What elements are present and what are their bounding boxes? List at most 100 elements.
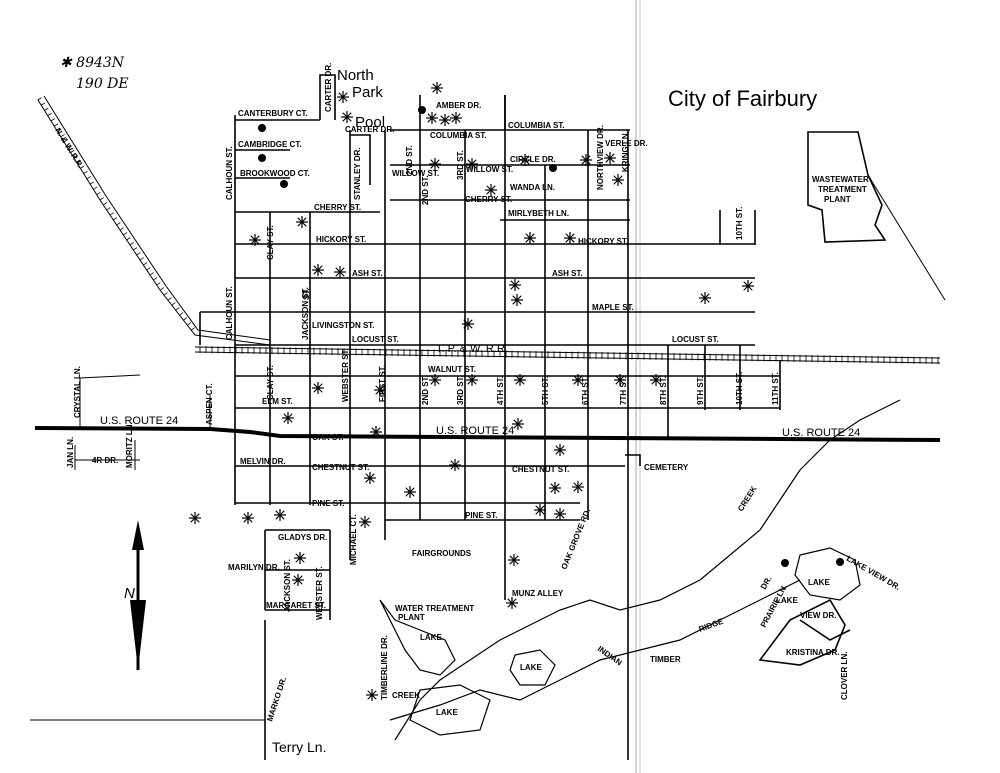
label-livingston: LIVINGSTON ST. bbox=[312, 321, 375, 330]
label-10th-2: 10TH ST. bbox=[735, 207, 744, 240]
railroad-tie bbox=[122, 232, 128, 236]
label-hickory-2: HICKORY ST. bbox=[578, 237, 628, 246]
creek-and-lakes bbox=[379, 399, 901, 741]
star-marker bbox=[312, 264, 324, 276]
railroad-tie bbox=[63, 139, 68, 143]
star-marker bbox=[650, 374, 662, 386]
star-marker bbox=[514, 374, 526, 386]
star-marker bbox=[506, 597, 518, 609]
label-4r: 4R DR. bbox=[92, 456, 118, 465]
railroad-tie bbox=[79, 165, 85, 169]
star-marker bbox=[312, 382, 324, 394]
label-chestnut-2: CHESTNUT ST. bbox=[512, 465, 569, 474]
star-marker bbox=[429, 158, 441, 170]
star-marker bbox=[282, 412, 294, 424]
railroad-tie bbox=[60, 134, 65, 138]
railroad-tie bbox=[40, 102, 46, 106]
star-marker bbox=[466, 158, 478, 170]
railroad-tie bbox=[149, 272, 154, 276]
label-carter-dr: CARTER DR. bbox=[345, 125, 394, 134]
star-marker bbox=[341, 111, 353, 123]
railroad-tie bbox=[76, 160, 82, 164]
label-moritz: MORITZ LN. bbox=[125, 422, 134, 468]
star-marker bbox=[508, 554, 520, 566]
horizontal-street-labels: CANTERBURY CT. CAMBRIDGE CT. BROOKWOOD C… bbox=[100, 101, 860, 717]
railroad-tie bbox=[119, 227, 124, 231]
label-4th: 4TH ST. bbox=[496, 376, 505, 405]
star-marker bbox=[366, 689, 378, 701]
label-elm: ELM ST. bbox=[262, 397, 293, 406]
railroad-tie bbox=[163, 292, 168, 296]
handwritten-note-2: 190 DE bbox=[76, 76, 129, 92]
railroad-tie bbox=[182, 317, 188, 321]
label-route-24-2: U.S. ROUTE 24 bbox=[436, 425, 514, 437]
railroad-tie bbox=[50, 118, 55, 122]
star-marker bbox=[604, 152, 616, 164]
label-cherry-2: CHERRY ST. bbox=[465, 195, 512, 204]
label-marilyn: MARILYN DR. bbox=[228, 563, 280, 572]
wastewater-label-1: WASTEWATER bbox=[812, 175, 869, 184]
star-marker bbox=[580, 154, 592, 166]
railroad-tie bbox=[70, 149, 75, 154]
label-jackson-1: JACKSON ST. bbox=[301, 287, 310, 340]
railroad-tie bbox=[152, 277, 158, 281]
star-marker bbox=[450, 112, 462, 124]
label-amber: AMBER DR. bbox=[436, 101, 481, 110]
star-marker bbox=[466, 374, 478, 386]
label-webster-1: WEBSTER ST. bbox=[341, 348, 350, 402]
label-lake-2: LAKE bbox=[520, 663, 542, 672]
label-11th: 11TH ST. bbox=[771, 372, 780, 405]
star-marker bbox=[524, 232, 536, 244]
label-gladys: GLADYS DR. bbox=[278, 533, 327, 542]
label-lake-word: LAKE bbox=[776, 596, 798, 605]
label-northview: NORTHVIEW DR. bbox=[596, 125, 605, 190]
railroad-tie bbox=[109, 212, 114, 216]
label-clay-2: CLAY ST. bbox=[266, 365, 275, 400]
label-dr-word: DR. bbox=[759, 575, 774, 591]
pool-label-pool: Pool bbox=[355, 114, 385, 131]
label-carter-vertical: CARTER DR. bbox=[324, 63, 333, 112]
railroad-tie bbox=[129, 242, 134, 246]
star-marker bbox=[519, 154, 531, 166]
railroad-tie bbox=[92, 186, 98, 190]
star-marker bbox=[462, 318, 474, 330]
label-fairgrounds: FAIRGROUNDS bbox=[412, 549, 472, 558]
star-marker bbox=[404, 486, 416, 498]
star-marker bbox=[509, 279, 521, 291]
label-lake-1: LAKE bbox=[420, 633, 442, 642]
label-mirlybeth: MIRLYBETH LN. bbox=[508, 209, 569, 218]
label-ash-1: ASH ST. bbox=[352, 269, 383, 278]
railroad-tie bbox=[175, 307, 180, 311]
star-marker bbox=[364, 472, 376, 484]
railroad-tie bbox=[171, 302, 176, 306]
label-pine-1: PINE ST. bbox=[312, 499, 344, 508]
label-circle: CIRCLE DR. bbox=[510, 155, 556, 164]
label-2nd-3: 2ND ST. bbox=[421, 375, 430, 405]
label-oak-grove: OAK GROVE RD. bbox=[560, 507, 593, 571]
star-marker bbox=[359, 516, 371, 528]
railroad-tie bbox=[43, 107, 49, 111]
railroad-tie bbox=[89, 181, 95, 185]
star-marker bbox=[512, 418, 524, 430]
star-marker bbox=[337, 91, 349, 103]
label-munz-alley: MUNZ ALLEY bbox=[512, 589, 564, 598]
landmark-dots bbox=[258, 106, 844, 567]
star-marker bbox=[189, 512, 201, 524]
label-crystal: CRYSTAL LN. bbox=[73, 366, 82, 418]
star-marker bbox=[554, 508, 566, 520]
label-ridge: RIDGE bbox=[698, 617, 726, 634]
label-calhoun-2: CALHOUN ST. bbox=[225, 286, 234, 340]
railroad-ties bbox=[37, 97, 939, 364]
label-columbia-2: COLUMBIA ST. bbox=[508, 121, 565, 130]
star-marker bbox=[426, 112, 438, 124]
label-clay-1: CLAY ST. bbox=[266, 225, 275, 260]
rotated-street-labels: CALHOUN ST. CALHOUN ST. CLAY ST. CLAY ST… bbox=[66, 63, 902, 723]
star-marker bbox=[242, 512, 254, 524]
label-jackson-2: JACKSON ST. bbox=[283, 559, 292, 612]
label-aspen: ASPEN CT. bbox=[205, 383, 214, 425]
label-melvin: MELVIN DR. bbox=[240, 457, 286, 466]
star-marker bbox=[699, 292, 711, 304]
us-route-24 bbox=[34, 426, 941, 442]
